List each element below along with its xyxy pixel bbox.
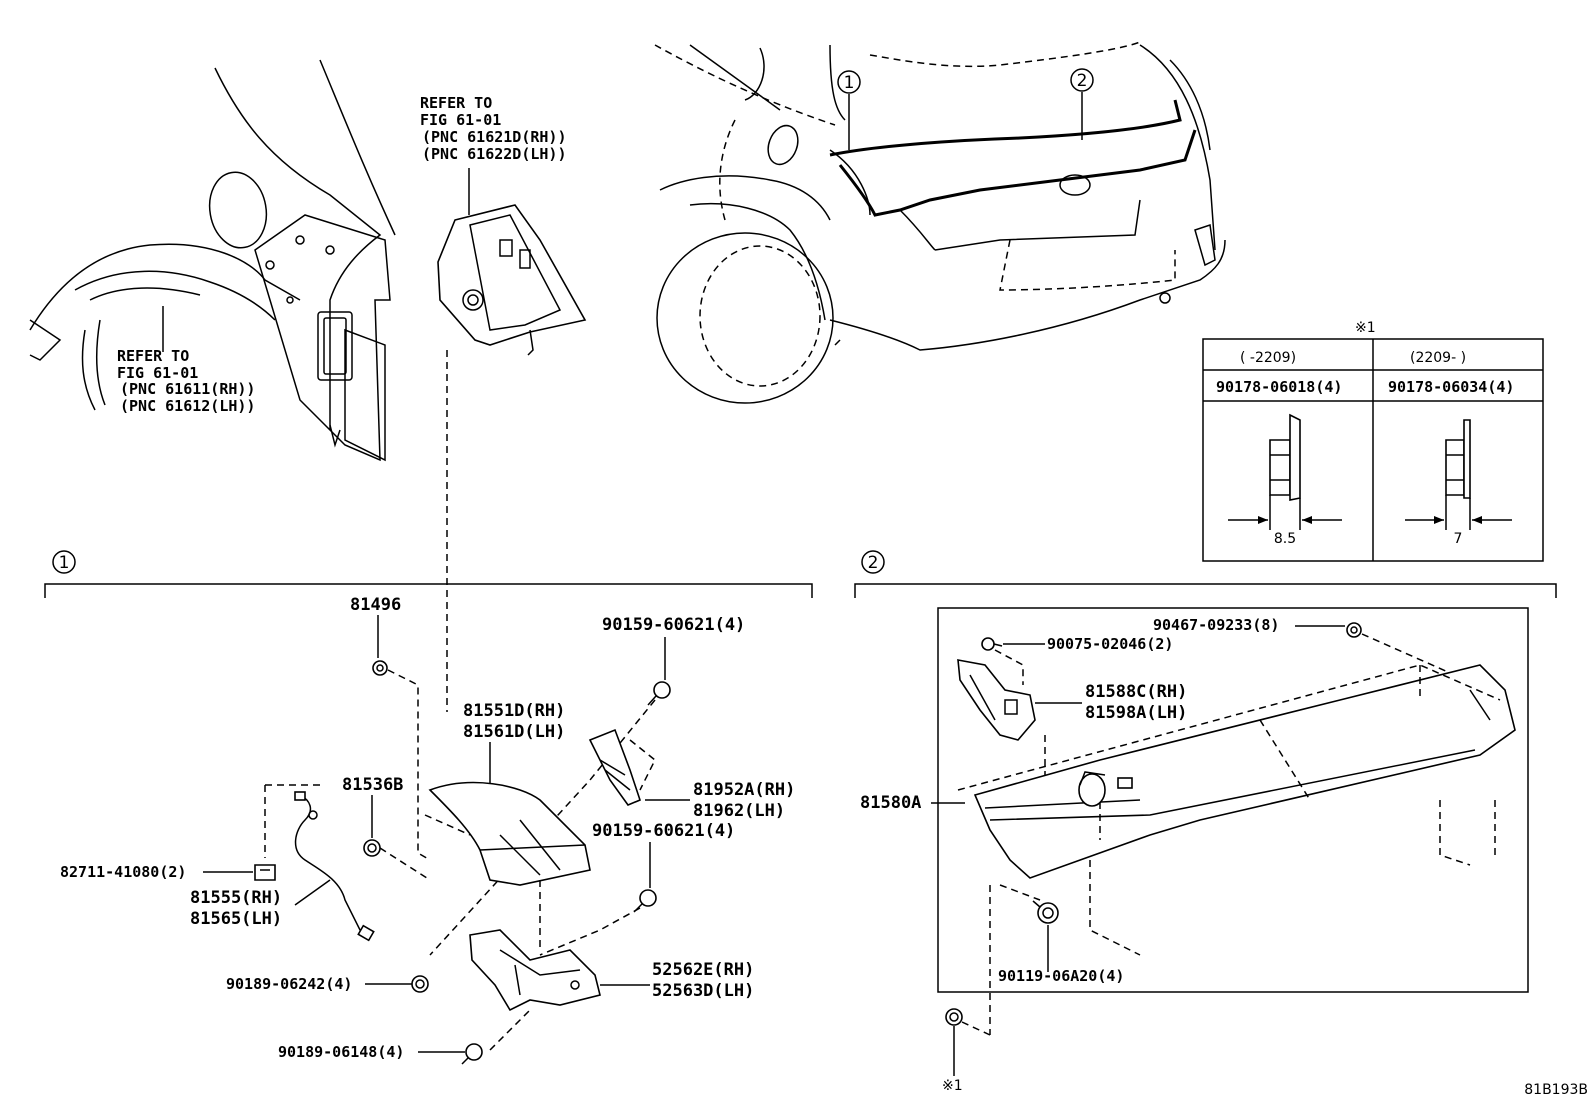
section-2-bracket: [854, 583, 1557, 598]
part-81551D: 81551D(RH): [463, 701, 565, 721]
table-header-left: ( -2209): [1240, 350, 1296, 366]
note-mark-table: ※1: [1355, 320, 1376, 336]
pnc-lower-lh: (PNC 61612(LH)): [120, 397, 255, 415]
part-81536B: 81536B: [342, 775, 403, 795]
part-81580A: 81580A: [860, 793, 921, 813]
dashed-line: [629, 739, 656, 791]
part-81598A: 81598A(LH): [1085, 703, 1187, 723]
callout-circle-2-section: [861, 550, 885, 574]
clip-90467-icon: [1346, 622, 1362, 638]
part-52563D: 52563D(LH): [652, 981, 754, 1001]
callout-circle-1-section: [52, 550, 76, 574]
bolt-icon: [633, 889, 657, 913]
tail-lamp-icon: [428, 781, 591, 886]
part-81962: 81962(LH): [693, 801, 785, 821]
fig-text-lower: FIG 61-01: [117, 364, 198, 382]
ref-text-lower: REFER TO: [117, 347, 189, 365]
dashed-line: [379, 847, 431, 881]
part-90189-b: 90189-06148(4): [278, 1043, 404, 1061]
fig-text-upper: FIG 61-01: [420, 111, 501, 129]
nut-illustration-left: [1228, 413, 1342, 530]
callout-circle-1-top: [837, 70, 861, 94]
callout-1-section: 1: [59, 553, 70, 573]
dashed-line: [994, 649, 1024, 685]
part-52562E: 52562E(RH): [652, 960, 754, 980]
bracket-81952-icon: [588, 728, 641, 806]
section-1-bracket: [44, 583, 813, 598]
part-81565: 81565(LH): [190, 909, 282, 929]
bolt-icon: [461, 1043, 483, 1065]
ref-text-upper: REFER TO: [420, 94, 492, 112]
dashed-line: [387, 669, 431, 861]
part-81555: 81555(RH): [190, 888, 282, 908]
part-90119: 90119-06A20(4): [998, 967, 1124, 985]
callout-2-top: 2: [1077, 71, 1088, 91]
lamp-81580-icon: [1078, 771, 1133, 807]
diagram-code: 81B193B: [1524, 1082, 1588, 1098]
nut-note-icon: [945, 1008, 963, 1026]
nut-illustration-right: [1405, 419, 1512, 530]
table-part-right: 90178-06034(4): [1388, 378, 1514, 396]
part-90159-mid: 90159-60621(4): [592, 821, 735, 841]
pnc-upper-rh: (PNC 61621D(RH)): [422, 128, 567, 146]
table-dim-right: 7: [1454, 531, 1463, 547]
part-90467: 90467-09233(8): [1153, 616, 1279, 634]
spoiler-garnish-icon: [957, 664, 1516, 879]
pnc-lower-rh: (PNC 61611(RH)): [120, 380, 255, 398]
dashed-line: [999, 884, 1041, 901]
table-header-right: (2209- ): [1410, 350, 1466, 366]
part-81496: 81496: [350, 595, 401, 615]
callout-1-top: 1: [844, 73, 855, 93]
lamp-housing-illustration: [437, 204, 587, 356]
bracket-52562-icon: [469, 929, 601, 1012]
part-90075: 90075-02046(2): [1047, 635, 1173, 653]
vehicle-rear-illustration: [654, 41, 1226, 404]
leader-line: [294, 879, 331, 906]
callout-2-section: 2: [868, 553, 879, 573]
part-90159-top: 90159-60621(4): [602, 615, 745, 635]
clip-icon: [372, 660, 388, 676]
dashed-line: [539, 907, 641, 956]
bolt-icon: [647, 681, 671, 706]
bracket-81588-icon: [957, 659, 1036, 741]
table-dim-left: 8.5: [1274, 531, 1296, 547]
section-2-frame: [937, 607, 1529, 993]
callout-circle-2-top: [1070, 68, 1094, 92]
dashed-line: [489, 1009, 531, 1051]
part-82711: 82711-41080(2): [60, 863, 186, 881]
bolt-90119-icon: [1032, 900, 1059, 924]
note-mark-bottom: ※1: [942, 1078, 963, 1094]
dashed-line: [961, 1021, 991, 1036]
screw-90075-icon: [981, 637, 1003, 651]
dashed-line: [1089, 860, 1141, 956]
grommet-icon: [363, 839, 381, 857]
pnc-upper-lh: (PNC 61622D(LH)): [422, 145, 567, 163]
quarter-panel-illustration: [29, 59, 396, 462]
fastener-table: [1202, 338, 1544, 562]
table-part-left: 90178-06018(4): [1216, 378, 1342, 396]
harness-illustration: [264, 784, 375, 942]
part-90189-a: 90189-06242(4): [226, 975, 352, 993]
part-81588C: 81588C(RH): [1085, 682, 1187, 702]
dashed-line: [424, 814, 471, 836]
part-81561D: 81561D(LH): [463, 722, 565, 742]
nut-icon: [411, 975, 429, 993]
part-81952A: 81952A(RH): [693, 780, 795, 800]
clip-82711-icon: [254, 864, 276, 881]
